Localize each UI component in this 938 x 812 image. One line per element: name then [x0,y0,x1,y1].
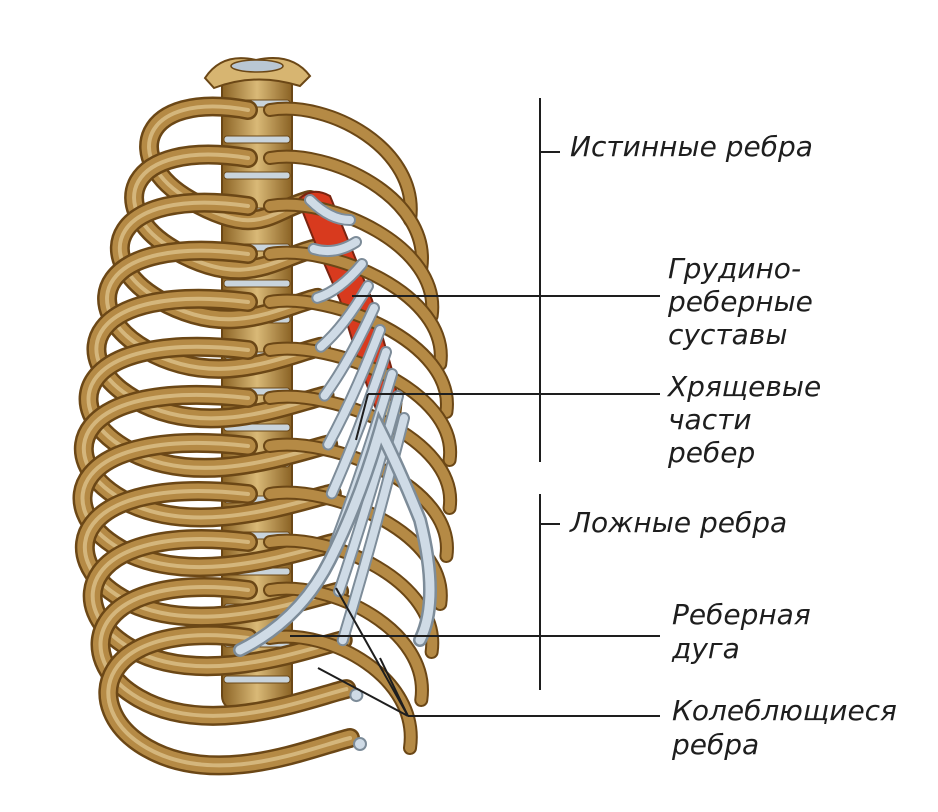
costal-arch-label-line2: дуга [672,632,740,665]
floating-rib-tip [354,738,366,750]
true-ribs-label: Истинные ребра [570,130,813,163]
sternocostal-joints-label-line3: суставы [668,318,787,351]
sternocostal-joints-label-line1: Грудино- [668,252,801,285]
intervertebral-disc [224,172,290,179]
floating-ribs-label-line1: Колеблющиеся [672,694,897,727]
false-ribs-label: Ложные ребра [570,506,787,539]
intervertebral-disc [224,136,290,143]
cartilage-parts-label-line3: ребер [668,436,755,469]
sternocostal-joints-label-line2: реберные [668,285,813,318]
intervertebral-disc [224,280,290,287]
floating-ribs-label-line2: ребра [672,728,759,761]
cartilage-parts-label-line1: Хрящевые [668,370,821,403]
cartilage-parts-label-line2: части [668,403,752,436]
intervertebral-disc [224,676,290,683]
costal-arch-label-line1: Реберная [672,598,811,631]
